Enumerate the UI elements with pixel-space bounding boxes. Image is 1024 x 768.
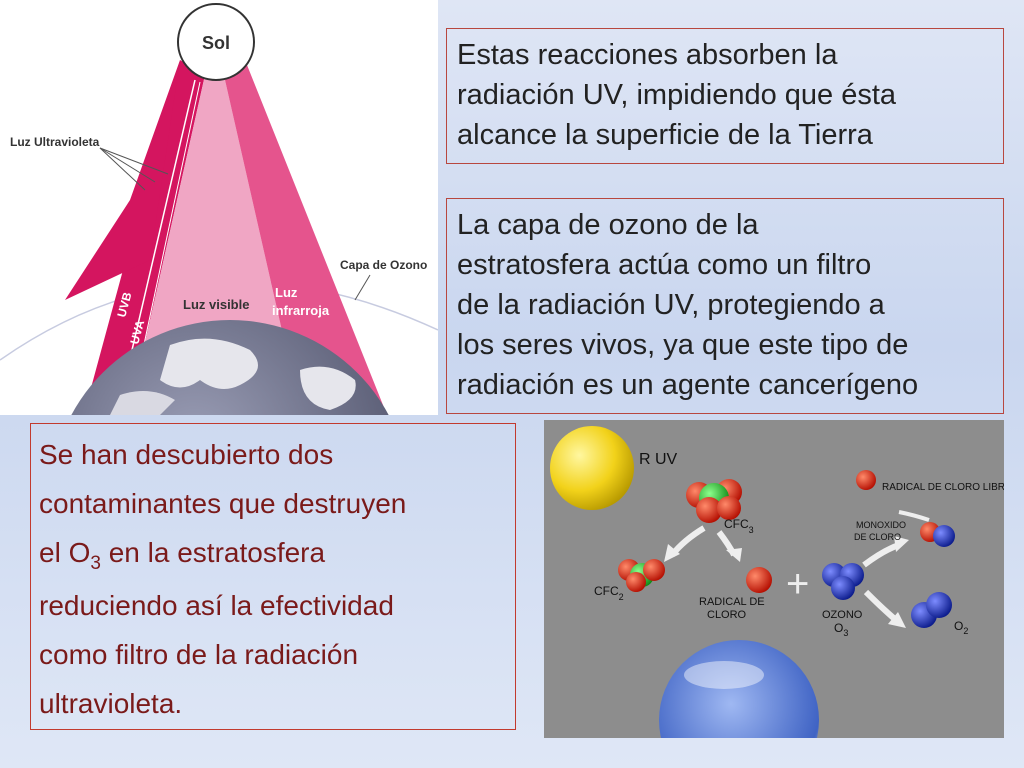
text-line: estratosfera actúa como un filtro <box>457 249 872 281</box>
ozone-filter-textbox: La capa de ozono de la estratosfera actú… <box>446 198 1004 414</box>
uvb-label: UVB <box>114 290 134 318</box>
cfc2-molecule <box>618 559 665 592</box>
free-chlorine-radical <box>856 470 876 490</box>
text-line: los seres vivos, ya que este tipo de <box>457 329 909 361</box>
radical-chlorine-label-1: RADICAL DE <box>699 596 765 608</box>
plus-sign: + <box>786 562 809 606</box>
text-line: radiación UV, impidiendo que ésta <box>457 79 897 111</box>
text-line: el O3 en la estratosfera <box>39 528 507 581</box>
sun-radiation-diagram: Sol Luz Ultravioleta Capa de Ozono UVB U… <box>0 0 438 415</box>
monoxide-label-2: DE CLORO <box>854 532 901 542</box>
earth-globe <box>659 640 819 738</box>
uv-light-label: Luz Ultravioleta <box>10 135 100 149</box>
o2-label: O2 <box>954 619 968 636</box>
visible-light-label: Luz visible <box>183 297 249 312</box>
o3-label: O3 <box>834 621 848 638</box>
text-line: como filtro de la radiación <box>39 639 359 670</box>
text-line: ultravioleta. <box>39 688 183 719</box>
text-line: alcance la superficie de la Tierra <box>457 119 873 151</box>
chlorine-radical <box>746 567 772 593</box>
text-line: radiación es un agente cancerígeno <box>457 369 919 401</box>
text-line: Estas reacciones absorben la <box>457 39 838 71</box>
uv-sun <box>550 426 634 510</box>
cfc3-label: CFC3 <box>724 517 754 535</box>
text-line: Se han descubierto dos <box>39 439 334 470</box>
ozone-label: OZONO <box>822 609 863 621</box>
text-line: contaminantes que destruyen <box>39 488 407 519</box>
arrow-icon <box>898 510 930 522</box>
uva-label: UVA <box>127 318 147 346</box>
radical-chlorine-label-2: CLORO <box>707 609 747 621</box>
text-line: reduciendo así la efectividad <box>39 590 394 621</box>
cfc3-molecule <box>686 479 742 523</box>
infrared-label-1: Luz <box>275 285 298 300</box>
uv-beam-left <box>65 60 180 300</box>
cfc2-label: CFC2 <box>594 584 624 602</box>
ozone-molecule <box>822 563 864 600</box>
pollutants-textbox: Se han descubierto dos contaminantes que… <box>30 423 516 730</box>
sun-radiation-svg: Sol Luz Ultravioleta Capa de Ozono UVB U… <box>0 3 438 415</box>
free-radical-label: RADICAL DE CLORO LIBRE <box>882 482 1004 493</box>
chlorine-monoxide-molecule <box>920 522 955 547</box>
cfc-ozone-reaction-diagram: R UV CFC3 CFC2 RADICAL DE CLORO + <box>544 420 1004 738</box>
infrared-beam <box>225 60 385 410</box>
infrared-label-2: infrarroja <box>272 303 330 318</box>
monoxide-label-1: MONOXIDO <box>856 520 906 530</box>
r-uv-label: R UV <box>639 451 678 468</box>
o3-suffix: en la estratosfera <box>100 537 326 568</box>
uv-absorption-textbox: Estas reacciones absorben la radiación U… <box>446 28 1004 164</box>
sun-label: Sol <box>202 33 230 53</box>
reaction-svg: R UV CFC3 CFC2 RADICAL DE CLORO + <box>550 426 1004 738</box>
text-line: La capa de ozono de la <box>457 209 759 241</box>
earth-continents <box>110 338 356 415</box>
arrow-icon <box>863 589 898 623</box>
arrow-icon <box>669 525 706 557</box>
text-line: de la radiación UV, protegiendo a <box>457 289 885 321</box>
arrow-icon <box>862 542 901 568</box>
o3-prefix: el O <box>39 537 91 568</box>
o3-subscript: 3 <box>90 553 101 574</box>
sun <box>177 3 255 81</box>
o2-molecule <box>911 592 952 628</box>
ozone-layer-label: Capa de Ozono <box>340 258 427 272</box>
